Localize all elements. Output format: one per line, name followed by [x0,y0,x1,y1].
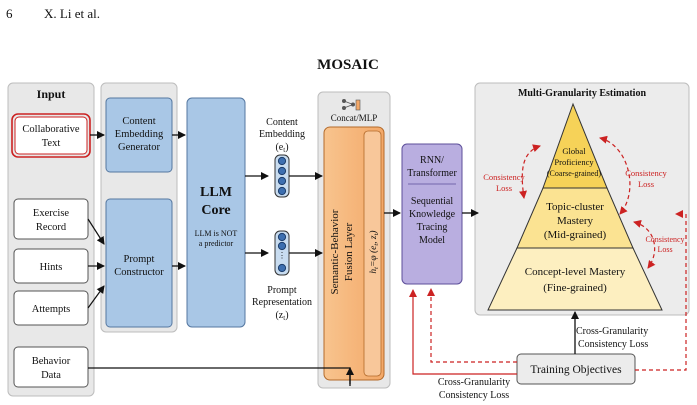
ceg-line2: Embedding [115,129,164,140]
rnn-line3: Sequential [411,196,453,207]
topic-line3: (Mid-grained) [544,229,607,241]
hints-label: Hints [40,262,63,273]
global-line3: (Coarse-grained) [547,169,602,178]
llm-core-note-line1: LLM is NOT [195,229,238,238]
llm-core-title-line1: LLM [200,185,232,200]
consistency-loss-left-line1: Consistency [483,172,525,182]
attempts-label: Attempts [32,304,71,315]
collaborative-text-line1: Collaborative [22,124,79,135]
content-embedding-label-line2: Embedding [259,129,305,140]
page-number: 6 [6,6,13,21]
vector-node [277,241,287,251]
consistency-loss-right2-line2: Loss [657,245,672,254]
exercise-record-line1: Exercise [33,208,69,219]
ceg-line1: Content [122,116,155,127]
input-panel-title: Input [37,87,66,101]
vector-node [277,186,287,196]
ceg-line3: Generator [118,142,160,153]
mlp-icon [342,99,361,111]
prompt-constructor-line2: Constructor [114,267,164,278]
prompt-constructor-line1: Prompt [124,254,155,265]
behavior-line [88,367,351,386]
feedback-to-estimation-dashed [635,210,687,371]
concept-line1: Concept-level Mastery [525,266,626,278]
fusion-formula-strip [363,130,382,377]
concat-mlp-label: Concat/MLP [331,113,378,123]
consistency-loss-right-line1: Consistency [625,168,667,178]
collaborative-text-line2: Text [42,138,61,149]
concept-line2: (Fine-grained) [543,282,607,294]
fusion-formula: ht=φ (et, zt) [368,230,380,273]
behavior-data-line1: Behavior [32,356,71,367]
rnn-line5: Tracing [417,222,448,233]
arrow-exercise-to-prompt [87,218,105,245]
rnn-line4: Knowledge [409,209,456,220]
arrow-attempts-to-prompt [87,285,105,309]
prompt-constructor-box [105,198,173,328]
behavior-data-box [13,346,89,388]
exercise-record-box [13,198,89,240]
exercise-record-line2: Record [36,222,67,233]
cross-granularity-bottom-line2: Consistency Loss [439,390,509,401]
rnn-line2: Transformer [407,168,457,179]
collaborative-text-box [14,116,88,155]
estimation-title: Multi-Granularity Estimation [518,88,646,99]
feedback-to-rnn-left [409,289,517,375]
vector-ellipsis: ⋮ [278,251,286,260]
vector-node [277,156,287,166]
cross-granularity-top-line1: Cross-Granularity [576,326,648,337]
sequential-kt-model-box [401,143,463,285]
consistency-arc-left [519,144,541,199]
global-line2: Proficiency [554,157,594,167]
consistency-loss-right2-line1: Consistency [645,235,684,244]
training-objectives-label: Training Objectives [530,364,622,376]
content-embedding-label-line1: Content [266,117,298,128]
consistency-loss-right-line2: Loss [638,179,654,189]
vector-node [277,166,287,176]
fusion-layer-line1: Semantic-Behavior [329,209,341,294]
pyramid-concept-level [487,247,663,311]
llm-core-box [186,97,246,328]
vector-node [277,176,287,186]
llm-core-note-line2: a predictor [199,239,234,248]
feedback-to-rnn-dashed [427,288,517,363]
consistency-arc-right [599,135,631,215]
consistency-loss-left-line2: Loss [496,183,512,193]
vector-node [277,263,287,273]
figure-title: MOSAIC [317,57,379,73]
prompt-representation-symbol: (zt) [275,310,288,322]
behavior-data-line2: Data [41,370,61,381]
consistency-arc-right2 [633,219,656,269]
cross-granularity-top-line2: Consistency Loss [578,339,648,350]
global-line1: Global [562,146,586,156]
prompt-representation-label-line1: Prompt [267,285,297,296]
llm-core-title-line2: Core [201,203,230,218]
topic-line2: Mastery [557,215,594,227]
cross-granularity-bottom-line1: Cross-Granularity [438,377,510,388]
training-objectives-box [516,353,636,385]
fusion-layer-line2: Fusion Layer [343,222,355,281]
topic-line1: Topic-cluster [546,201,604,213]
content-embedding-symbol: (et) [275,142,288,154]
prompt-representation-label-line2: Representation [252,297,312,308]
rnn-line6: Model [419,235,445,246]
page-authors: X. Li et al. [44,6,100,21]
rnn-line1: RNN/ [420,155,444,166]
vector-node [277,232,287,242]
